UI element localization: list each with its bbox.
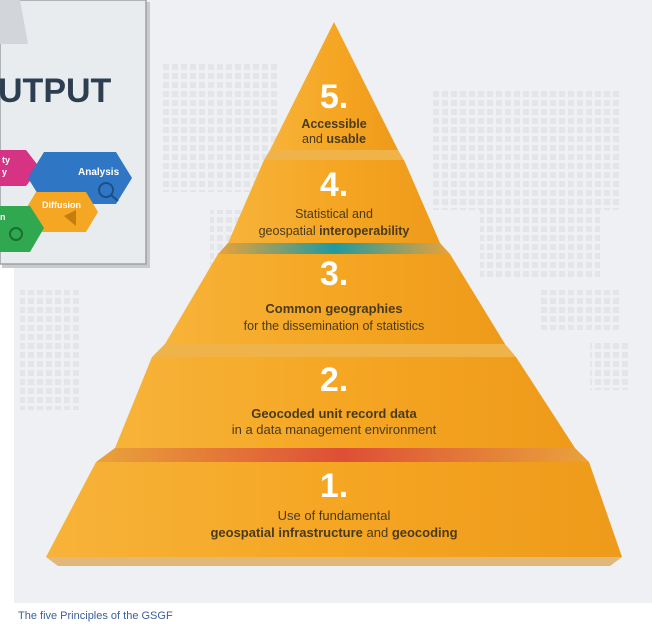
band-tier-4-5 xyxy=(264,150,404,160)
tier-2-number: 2. xyxy=(320,361,348,399)
tier-1-line1: Use of fundamental xyxy=(278,508,391,523)
tier-3-number: 3. xyxy=(320,255,348,293)
band-tier-3-4 xyxy=(218,243,450,254)
inset-label-diffusion: Diffusion xyxy=(42,200,81,210)
tier-5-number: 5. xyxy=(320,78,348,116)
tier-1-number: 1. xyxy=(320,467,348,505)
pyramid-tier-1: 1. Use of fundamental geospatial infrast… xyxy=(46,462,622,566)
magnifier-handle xyxy=(110,194,119,202)
band-tier-2-3 xyxy=(152,344,516,357)
pyramid-tier-2: 2. Geocoded unit record data in a data m… xyxy=(115,357,575,448)
inset-heading: UTPUT xyxy=(0,72,112,110)
inset-label-analysis: Analysis xyxy=(78,167,120,178)
inset-corner-tab xyxy=(0,0,28,44)
inset-label-quality-1: ty xyxy=(2,155,10,165)
tier-2-line2: in a data management environment xyxy=(232,422,437,437)
tier-4-line2: geospatial interoperability xyxy=(259,224,410,238)
tier-4-number: 4. xyxy=(320,166,348,204)
pyramid-tier-4: 4. Statistical and geospatial interopera… xyxy=(228,160,440,243)
tier-4-line1: Statistical and xyxy=(295,207,373,221)
tier-3-line2: for the dissemination of statistics xyxy=(244,319,425,333)
megaphone-icon xyxy=(64,210,76,226)
tier-3-line1: Common geographies xyxy=(265,301,402,316)
inset-label-quality-2: y xyxy=(2,167,7,177)
pyramid-tier-3: 3. Common geographies for the disseminat… xyxy=(165,254,505,344)
inset-hex-analysis xyxy=(28,152,132,204)
figure-caption: The five Principles of the GSGF xyxy=(18,610,173,622)
inset-hex-left xyxy=(0,206,44,252)
inset-hex-diffusion xyxy=(24,192,98,232)
tier-1-line2: geospatial infrastructure and geocoding xyxy=(210,525,457,540)
band-tier-1-2 xyxy=(96,448,589,462)
inset-label-left: n xyxy=(0,212,6,222)
world-map-dots xyxy=(20,62,630,410)
tier-5-line1: Accessible xyxy=(301,117,366,131)
tier-2-line1: Geocoded unit record data xyxy=(251,406,417,421)
network-icon xyxy=(9,227,23,241)
tier-5-line2: and usable xyxy=(302,132,366,146)
inset-output-image: UTPUT ty y Analysis Diffusion n xyxy=(0,0,150,268)
pyramid-tier-5: 5. Accessible and usable xyxy=(270,22,398,150)
magnifier-icon xyxy=(98,182,114,198)
